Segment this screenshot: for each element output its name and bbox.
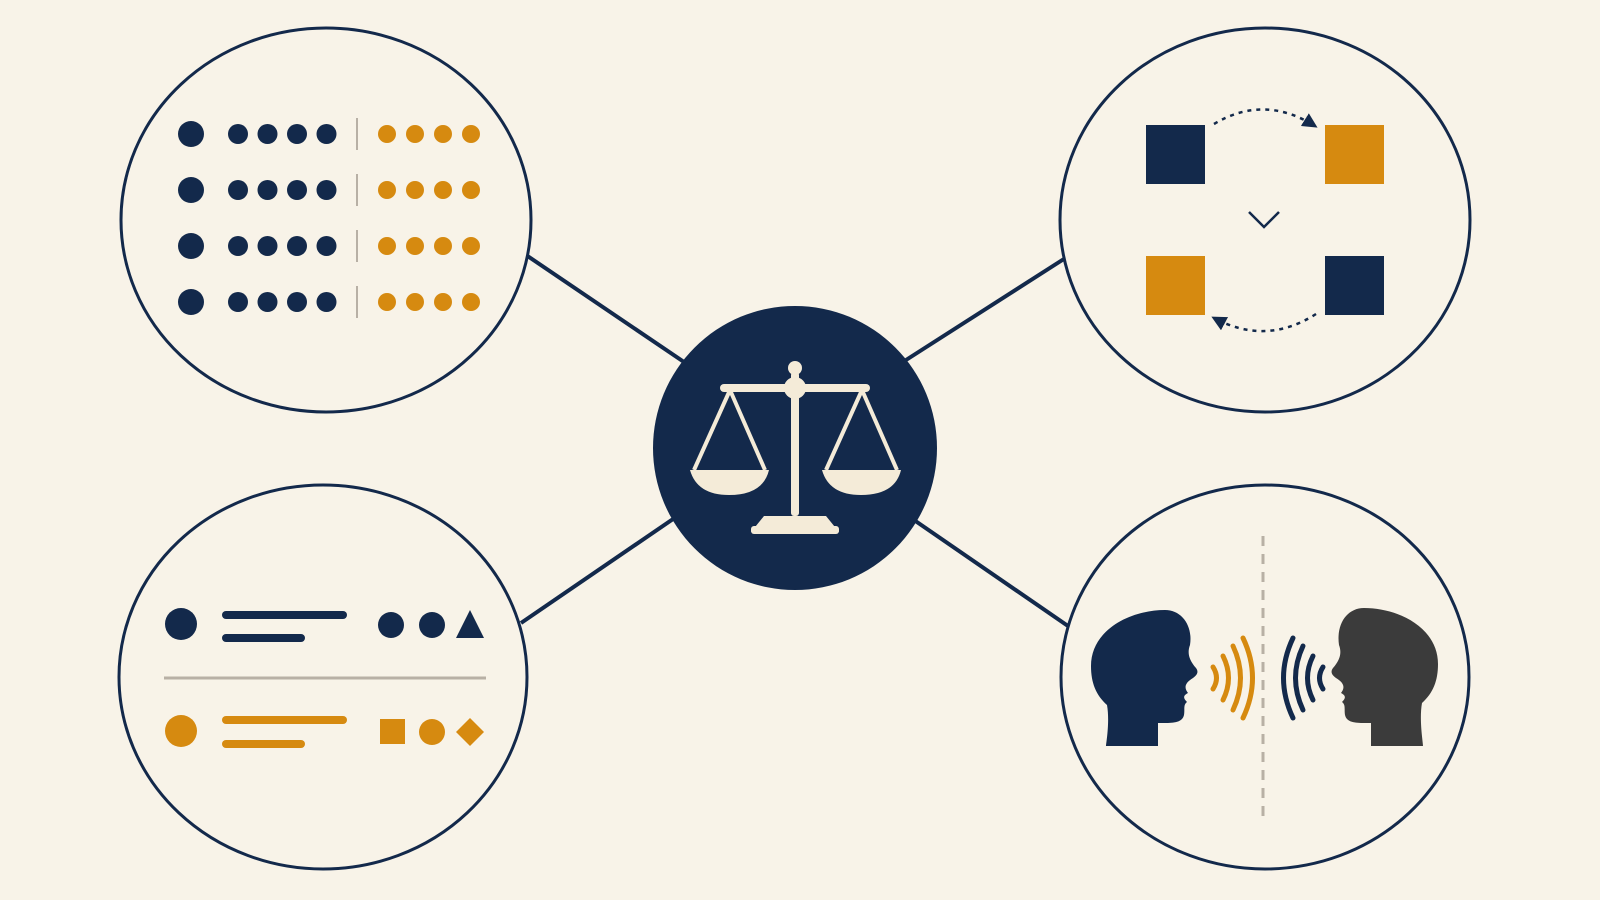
- navy-large-dot: [178, 289, 204, 315]
- square-navy-bottom-right: [1325, 256, 1384, 315]
- navy-small-dot: [228, 124, 248, 144]
- dot-matrix-comparison-icon: [178, 118, 480, 318]
- row2-text-line-long: [222, 716, 347, 724]
- gold-dot: [462, 125, 480, 143]
- gold-dot: [462, 237, 480, 255]
- row1-text-line-long: [222, 611, 347, 619]
- row1-shape-triangle: [456, 610, 484, 638]
- node-bottom-right-outline: [1059, 483, 1471, 871]
- gold-dot: [378, 293, 396, 311]
- navy-small-dot: [257, 180, 278, 200]
- navy-small-dot: [228, 292, 248, 312]
- connector-lines: [519, 253, 1070, 628]
- navy-large-dot: [178, 121, 204, 147]
- arrow-curve-left-icon: [1211, 312, 1317, 333]
- gold-dot: [462, 181, 480, 199]
- row2-large-circle: [165, 715, 197, 747]
- navy-small-dot: [257, 236, 278, 256]
- navy-small-dot: [316, 124, 337, 144]
- row2-shape-square: [380, 719, 405, 744]
- center-hub: [653, 306, 937, 590]
- gold-dot: [406, 125, 424, 143]
- navy-small-dot: [257, 124, 278, 144]
- navy-small-dot: [287, 180, 307, 200]
- node-bottom-left: [117, 483, 529, 871]
- navy-small-dot: [257, 292, 278, 312]
- connector-top-right: [904, 255, 1069, 362]
- square-gold-top-right: [1325, 125, 1384, 184]
- navy-large-dot: [178, 233, 204, 259]
- node-bottom-right: [1059, 483, 1471, 871]
- node-top-left-outline: [119, 26, 533, 414]
- navy-small-dot: [316, 292, 337, 312]
- connector-bottom-left: [519, 515, 678, 625]
- arrow-curve-right-icon: [1213, 108, 1318, 128]
- navy-small-dot: [287, 236, 307, 256]
- row1-text-line-short: [222, 634, 305, 642]
- row1-shape-circle-a: [378, 612, 404, 638]
- row2-shape-circle: [419, 719, 445, 745]
- chevron-down-icon: [1248, 211, 1280, 229]
- gold-dot: [378, 125, 396, 143]
- row1-shape-circle-b: [419, 612, 445, 638]
- navy-small-dot: [228, 236, 248, 256]
- gold-dot: [406, 293, 424, 311]
- navy-small-dot: [316, 180, 337, 200]
- node-top-right-outline: [1058, 26, 1472, 414]
- navy-small-dot: [287, 292, 307, 312]
- gold-dot: [434, 293, 452, 311]
- gold-dot: [462, 293, 480, 311]
- gold-dot: [406, 237, 424, 255]
- gold-dot: [434, 125, 452, 143]
- gold-dot: [434, 237, 452, 255]
- gold-dot: [378, 181, 396, 199]
- node-top-right: [1058, 26, 1472, 414]
- left-sound-waves-icon: [1210, 635, 1255, 721]
- row2-text-line-short: [222, 740, 305, 748]
- navy-large-dot: [178, 177, 204, 203]
- navy-small-dot: [316, 236, 337, 256]
- right-head-icon: [1331, 608, 1438, 746]
- left-head-icon: [1091, 610, 1198, 746]
- navy-small-dot: [287, 124, 307, 144]
- square-navy-top-left: [1146, 125, 1205, 184]
- scales-of-justice-icon: [690, 361, 901, 534]
- connector-top-left: [524, 253, 686, 364]
- right-sound-waves-icon: [1281, 635, 1326, 721]
- row2-shape-diamond: [456, 718, 484, 746]
- square-gold-bottom-left: [1146, 256, 1205, 315]
- node-top-left: [119, 26, 533, 414]
- navy-small-dot: [228, 180, 248, 200]
- square-swap-icon: [1146, 108, 1384, 333]
- row1-large-circle: [165, 608, 197, 640]
- gold-dot: [434, 181, 452, 199]
- gold-dot: [406, 181, 424, 199]
- two-speakers-icon: [1091, 536, 1438, 818]
- gold-dot: [378, 237, 396, 255]
- shape-list-comparison-icon: [164, 608, 486, 748]
- connector-bottom-right: [912, 518, 1070, 628]
